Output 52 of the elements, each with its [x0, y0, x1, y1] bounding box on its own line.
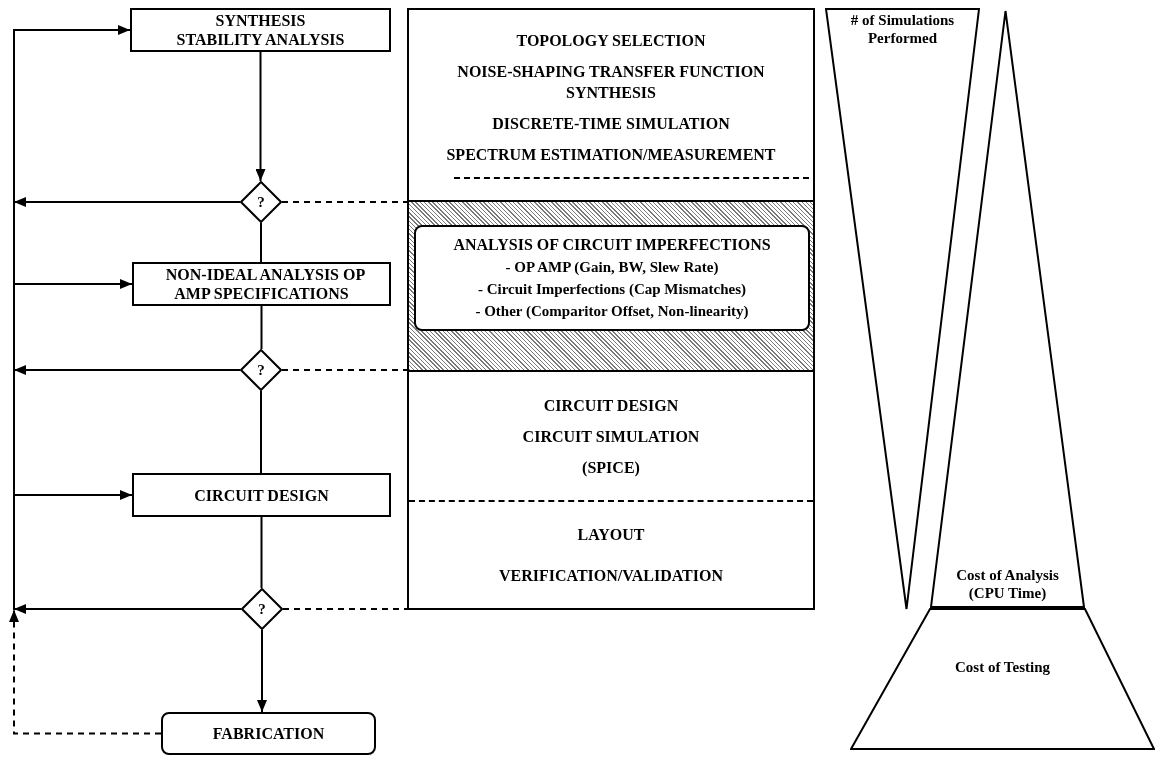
step-text: LAYOUT: [577, 525, 645, 545]
panel-section: [407, 8, 815, 202]
box-label: SYNTHESIS STABILITY ANALYSIS: [175, 11, 346, 49]
step-text: (SPICE): [582, 457, 640, 478]
dashed-connector: [281, 369, 408, 371]
connector-line: [260, 222, 262, 263]
step-text: CIRCUIT SIMULATION: [522, 426, 700, 447]
decision-diamond: [240, 349, 282, 391]
list-item: - OP AMP (Gain, BW, Slew Rate): [505, 258, 719, 277]
process-box: [130, 8, 391, 52]
rounded-box: [414, 225, 810, 331]
step-text: CIRCUIT DESIGN: [543, 395, 679, 416]
arrow: [13, 279, 133, 289]
connector-line: [260, 390, 262, 474]
box-label: FABRICATION: [212, 724, 325, 743]
decision-diamond: [240, 181, 282, 223]
process-box: [132, 473, 391, 517]
shape-label: Cost of Analysis (CPU Time): [955, 566, 1060, 602]
terminal-box: [161, 712, 376, 755]
step-text: TOPOLOGY SELECTION: [516, 31, 706, 51]
connector-line: [260, 516, 263, 589]
arrow: [255, 51, 266, 182]
step-text: SPECTRUM ESTIMATION/MEASUREMENT: [446, 145, 776, 165]
step-text: VERIFICATION/VALIDATION: [498, 566, 723, 586]
feedback-line: [13, 28, 15, 611]
decision-label: ?: [258, 599, 266, 619]
step-text: DISCRETE-TIME SIMULATION: [492, 114, 730, 134]
decision-diamond: [241, 588, 283, 630]
arrow: [13, 25, 131, 35]
shape-label: # of Simulations Performed: [849, 11, 956, 47]
connector-line: [260, 305, 263, 350]
hatched-section: [407, 202, 815, 370]
trapezoid: [850, 608, 1155, 750]
feedback-arrow: [13, 604, 242, 614]
panel-section: [407, 370, 815, 610]
feedback-arrow: [9, 609, 162, 735]
dashed-connector: [281, 201, 408, 203]
step-text: NOISE-SHAPING TRANSFER FUNCTION SYNTHESIS: [456, 62, 766, 103]
box-heading: ANALYSIS OF CIRCUIT IMPERFECTIONS: [453, 235, 771, 255]
arrow: [257, 629, 267, 713]
box-label: CIRCUIT DESIGN: [194, 485, 329, 505]
list-item: - Other (Comparitor Offset, Non-linearity): [475, 302, 749, 321]
decision-label: ?: [257, 192, 265, 212]
feedback-arrow: [13, 197, 241, 207]
decision-label: ?: [257, 360, 265, 380]
feedback-arrow: [13, 365, 241, 375]
list-item: - Circuit Imperfections (Cap Mismatches): [478, 280, 746, 299]
arrow: [13, 490, 133, 500]
box-label: NON-IDEAL ANALYSIS OP AMP SPECIFICATIONS: [164, 265, 366, 303]
shape-label: Cost of Testing: [955, 658, 1050, 676]
dashed-connector: [282, 608, 408, 610]
process-box: [132, 262, 391, 306]
